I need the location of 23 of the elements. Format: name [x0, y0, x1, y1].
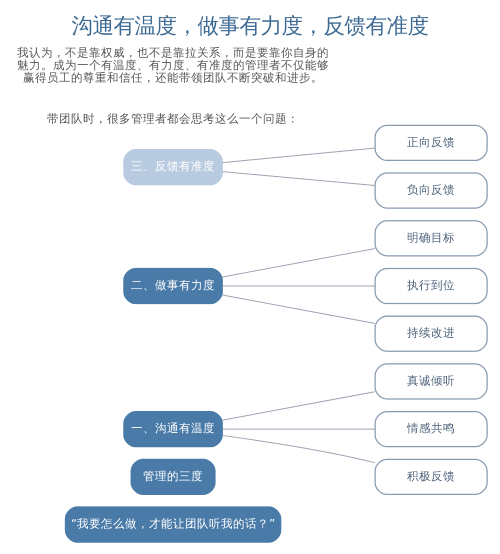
node-box: 情感共鸣 — [374, 410, 488, 448]
connector — [222, 391, 376, 421]
node-box: 积极反馈 — [374, 458, 488, 496]
node-box: “我要怎么做，才能让团队听我的话？” — [64, 506, 282, 543]
connector — [222, 434, 376, 464]
node-box: 明确目标 — [374, 220, 488, 256]
connector — [222, 428, 376, 430]
node-box: 管理的三度 — [130, 458, 216, 496]
connector — [222, 171, 376, 186]
connector — [222, 294, 376, 324]
label: 我认为，不是靠权威，也不是靠拉关系，而是要靠你自身的魅力。成为一个有温度、有力度、有准度的管理者不仅能够赢得员工的尊重和信任，还能带领团队不断突破和进步。 — [17, 45, 330, 85]
node-box: 执行到位 — [374, 268, 488, 304]
connector — [222, 148, 376, 164]
node-box: 负向反馈 — [374, 172, 488, 209]
node-box: 真诚倾听 — [374, 363, 488, 400]
label: 带团队时，很多管理者都会思考这么一个问题： — [47, 112, 300, 126]
node-box: 一、沟通有温度 — [123, 410, 223, 448]
node-box: 二、做事有力度 — [123, 268, 223, 304]
node-box: 正向反馈 — [374, 124, 488, 162]
connector — [222, 248, 376, 278]
node-box: 持续改进 — [374, 316, 488, 352]
node-box: 三、反馈有准度 — [123, 149, 223, 186]
diagram-title: 沟通有温度，做事有力度，反馈有准度 — [72, 14, 428, 39]
